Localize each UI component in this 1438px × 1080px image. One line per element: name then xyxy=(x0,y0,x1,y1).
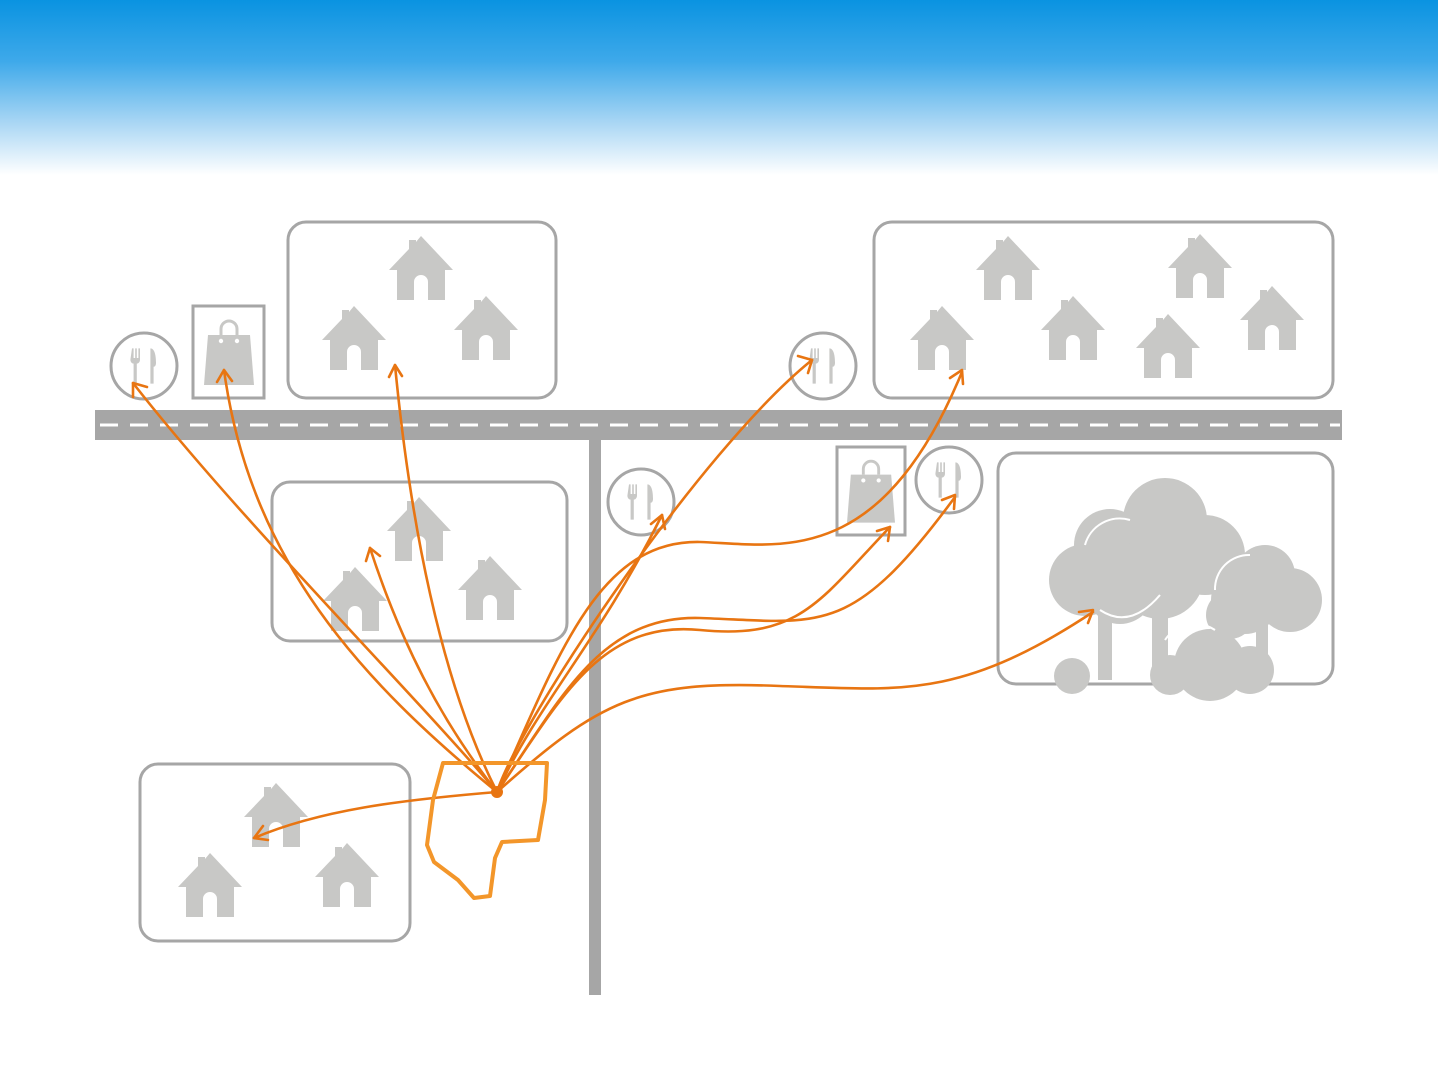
origin-point xyxy=(491,786,503,798)
residential-block-bottom-left xyxy=(138,762,412,943)
restaurant-top-center xyxy=(788,331,858,401)
origin-parcel xyxy=(425,761,549,900)
residential-block-top-left xyxy=(286,220,558,400)
trip-to-restaurant-top-left xyxy=(131,381,499,794)
restaurant-top-left xyxy=(109,331,179,401)
trip-to-restaurant-right xyxy=(495,495,957,794)
trip-to-residential-top-right xyxy=(495,370,964,794)
park-block xyxy=(996,451,1335,701)
header-gradient-band xyxy=(0,0,1438,175)
trip-to-shop-top-left xyxy=(222,368,499,794)
trip-to-residential-bottom-left xyxy=(252,790,499,840)
shop-right xyxy=(835,445,907,537)
trip-to-restaurant-middle xyxy=(495,513,664,794)
trip-to-park xyxy=(495,610,1095,794)
trip-lines xyxy=(131,354,1095,842)
restaurant-right xyxy=(914,445,984,515)
residential-block-top-right xyxy=(872,220,1335,400)
residential-block-middle xyxy=(270,480,569,643)
trip-to-residential-top-left xyxy=(393,363,499,794)
main-road xyxy=(95,410,1342,440)
shop-top-left xyxy=(191,304,266,400)
tree-icon xyxy=(1049,478,1322,701)
